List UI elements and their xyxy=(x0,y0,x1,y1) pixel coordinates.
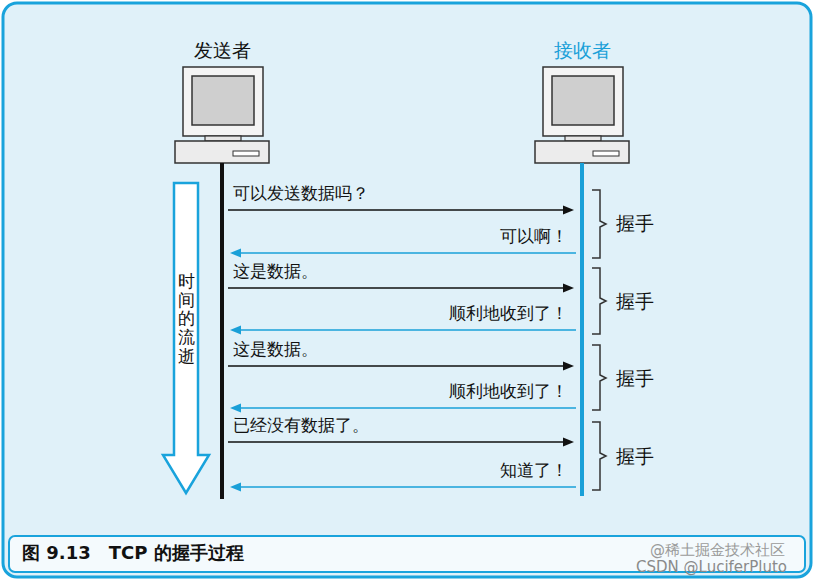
handshake-label: 握手 xyxy=(616,290,654,312)
arrow-head xyxy=(563,284,574,293)
time-arrow xyxy=(163,183,209,493)
arrow-head xyxy=(230,483,241,492)
receiver-lifeline xyxy=(580,163,584,496)
brace-group xyxy=(592,190,606,490)
vertical-caption: 时间的流逝 xyxy=(178,272,195,365)
sender-lifeline xyxy=(220,163,224,499)
computer-icon xyxy=(175,67,269,163)
arrow-head xyxy=(563,362,574,371)
panel xyxy=(3,3,811,577)
message-label: 顺利地收到了！ xyxy=(449,302,568,324)
message-line xyxy=(228,287,565,289)
message-label: 已经没有数据了。 xyxy=(233,414,369,436)
handshake-label: 握手 xyxy=(616,212,654,234)
message-label: 这是数据。 xyxy=(233,260,318,282)
watermark: @稀土掘金技术社区 xyxy=(650,539,785,561)
arrow-head xyxy=(230,326,241,335)
message-line xyxy=(239,329,576,331)
arrow-head xyxy=(563,206,574,215)
computer-icon xyxy=(535,67,629,163)
message-line xyxy=(239,407,576,409)
host-label: 接收者 xyxy=(532,38,632,62)
message-line xyxy=(239,252,576,254)
message-label: 顺利地收到了！ xyxy=(449,380,568,402)
handshake-label: 握手 xyxy=(616,445,654,467)
message-line xyxy=(228,365,565,367)
host-column: 接收者 xyxy=(532,38,632,500)
arrow-head xyxy=(230,249,241,258)
message-label: 可以发送数据吗？ xyxy=(233,182,369,204)
message-line xyxy=(239,486,576,488)
host-label: 发送者 xyxy=(172,38,272,62)
message-label: 可以啊！ xyxy=(500,225,568,247)
arrow-head xyxy=(230,404,241,413)
handshake-label: 握手 xyxy=(616,367,654,389)
figure-caption: 图 9.13 TCP 的握手过程 xyxy=(22,542,244,564)
watermark: CSDN @LuciferPluto xyxy=(636,556,787,578)
arrow-head xyxy=(563,438,574,447)
message-label: 这是数据。 xyxy=(233,338,318,360)
message-line xyxy=(228,441,565,443)
message-label: 知道了！ xyxy=(500,459,568,481)
message-line xyxy=(228,209,565,211)
